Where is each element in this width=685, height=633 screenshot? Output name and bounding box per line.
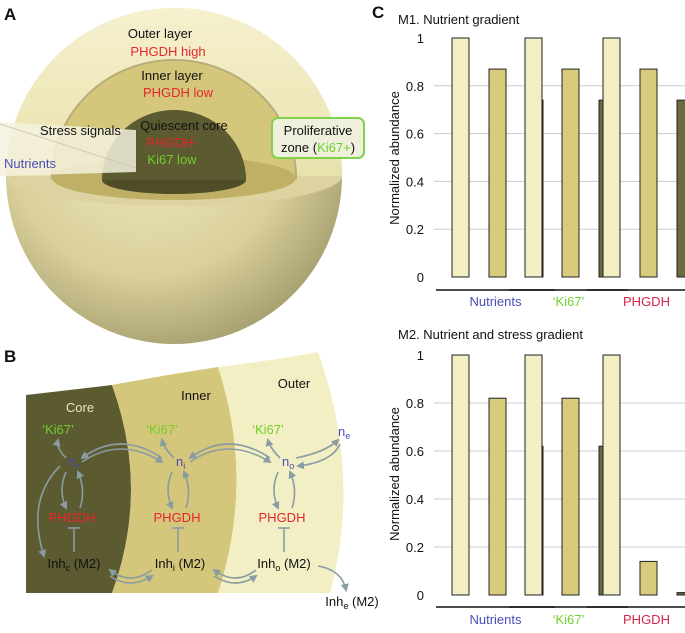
core-title: Quiescent core [140,118,227,133]
panel-a: A Outer layer PHGDH high Inner layer PHG… [0,5,365,344]
phgdh-inner: PHGDH [154,510,201,525]
outer-region [218,352,344,593]
y-tick-label: 0.2 [406,222,424,237]
nutrients-label: Nutrients [4,156,57,171]
y-tick-label: 0 [417,588,424,603]
group-label: Nutrients [469,294,522,309]
bar [602,354,621,596]
outer-region-label: Outer [278,376,311,391]
y-axis-label: Normalized abundance [387,91,402,225]
y-tick-label: 0.4 [406,174,424,189]
inner-region-label: Inner [181,388,211,403]
y-axis-label: Normalized abundance [387,407,402,541]
group-label: Nutrients [469,612,522,627]
y-tick-label: 0.8 [406,79,424,94]
y-tick-label: 0.8 [406,396,424,411]
proliferative-zone-title: Proliferative [284,123,353,138]
chart-title: M2. Nutrient and stress gradient [398,327,583,342]
network-arrows [36,438,349,592]
bar [561,397,580,596]
core-marker-ki67: Ki67 low [147,152,197,167]
outer-layer-marker: PHGDH high [130,44,205,59]
n-external: ne [338,424,350,441]
inh-outer: Inho (M2) [257,556,310,573]
bar [561,68,580,278]
inner-layer-marker: PHGDH low [143,85,214,100]
panel-label-a: A [4,5,16,24]
core-region-label: Core [66,400,94,415]
y-tick-label: 1 [417,31,424,46]
inh-core: Inhc (M2) [48,556,101,573]
bar [602,37,621,278]
bar [676,99,685,278]
panel-label-c: C [372,3,384,22]
ki67-inner: ‘Ki67’ [146,422,178,437]
stress-signals-label: Stress signals [40,123,121,138]
bar [524,354,543,596]
n-inner: ni [176,454,185,471]
inner-layer-title: Inner layer [141,68,203,83]
core-marker-phgdh: PHGDH- [146,135,197,150]
group-label: PHGDH [623,612,670,627]
y-tick-label: 0.4 [406,492,424,507]
proliferative-zone-box [271,117,365,159]
phgdh-core: PHGDH [49,510,96,525]
bar [676,592,685,596]
n-outer: no [282,454,294,471]
y-tick-label: 0.6 [406,444,424,459]
bar [451,37,470,278]
bar-chart: M2. Nutrient and stress gradient 0 0.2 0.4 0… [387,327,685,627]
y-tick-label: 0 [417,270,424,285]
ki67-core: ‘Ki67’ [42,422,74,437]
inh-inner: Inhi (M2) [155,556,205,573]
bar-chart: M1. Nutrient gradient 0 0.2 0.4 0.6 0.8 1Norma… [387,12,685,309]
bar [524,37,543,278]
chart-title: M1. Nutrient gradient [398,12,520,27]
y-tick-label: 1 [417,348,424,363]
group-label: PHGDH [623,294,670,309]
bar [488,397,507,596]
panel-c-charts: M1. Nutrient gradient00.20.40.60.81Norma… [387,12,685,627]
core-region [26,385,131,593]
group-label: ‘Ki67’ [553,612,585,627]
bar [639,68,658,278]
panel-label-b: B [4,347,16,366]
inner-region [112,367,237,593]
n-core: nc [68,454,80,471]
group-label: ‘Ki67’ [553,294,585,309]
bar [451,354,470,596]
ki67-outer: ‘Ki67’ [252,422,284,437]
panel-b: B Core Inner Outer ‘Ki67’ ‘Ki67’ ‘Ki67’ … [4,347,379,611]
phgdh-outer: PHGDH [259,510,306,525]
y-tick-label: 0.2 [406,540,424,555]
proliferative-zone-detail: zone (Ki67+) [281,140,355,155]
inh-external: Inhe (M2) [325,594,378,611]
y-tick-label: 0.6 [406,127,424,142]
outer-layer-title: Outer layer [128,26,193,41]
bar [488,68,507,278]
bar [639,560,658,596]
